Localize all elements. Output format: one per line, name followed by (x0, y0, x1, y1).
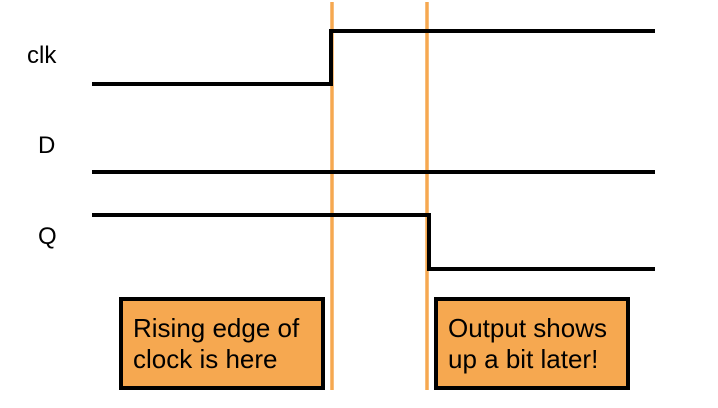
rising-edge-callout: Rising edge of clock is here (119, 297, 325, 390)
callout-text-line: clock is here (133, 343, 278, 374)
signal-label-d: D (38, 132, 56, 159)
signal-label-q: Q (38, 223, 57, 250)
callout-text-line: Rising edge of (133, 312, 300, 343)
signal-label-clk: clk (27, 42, 57, 69)
signal-wave-q (92, 213, 655, 271)
output-delay-callout: Output shows up a bit later! (434, 297, 630, 390)
signal-wave-clk (92, 29, 655, 86)
callout-text-line: up a bit later! (448, 343, 599, 374)
callout-text-line: Output shows (448, 312, 607, 343)
